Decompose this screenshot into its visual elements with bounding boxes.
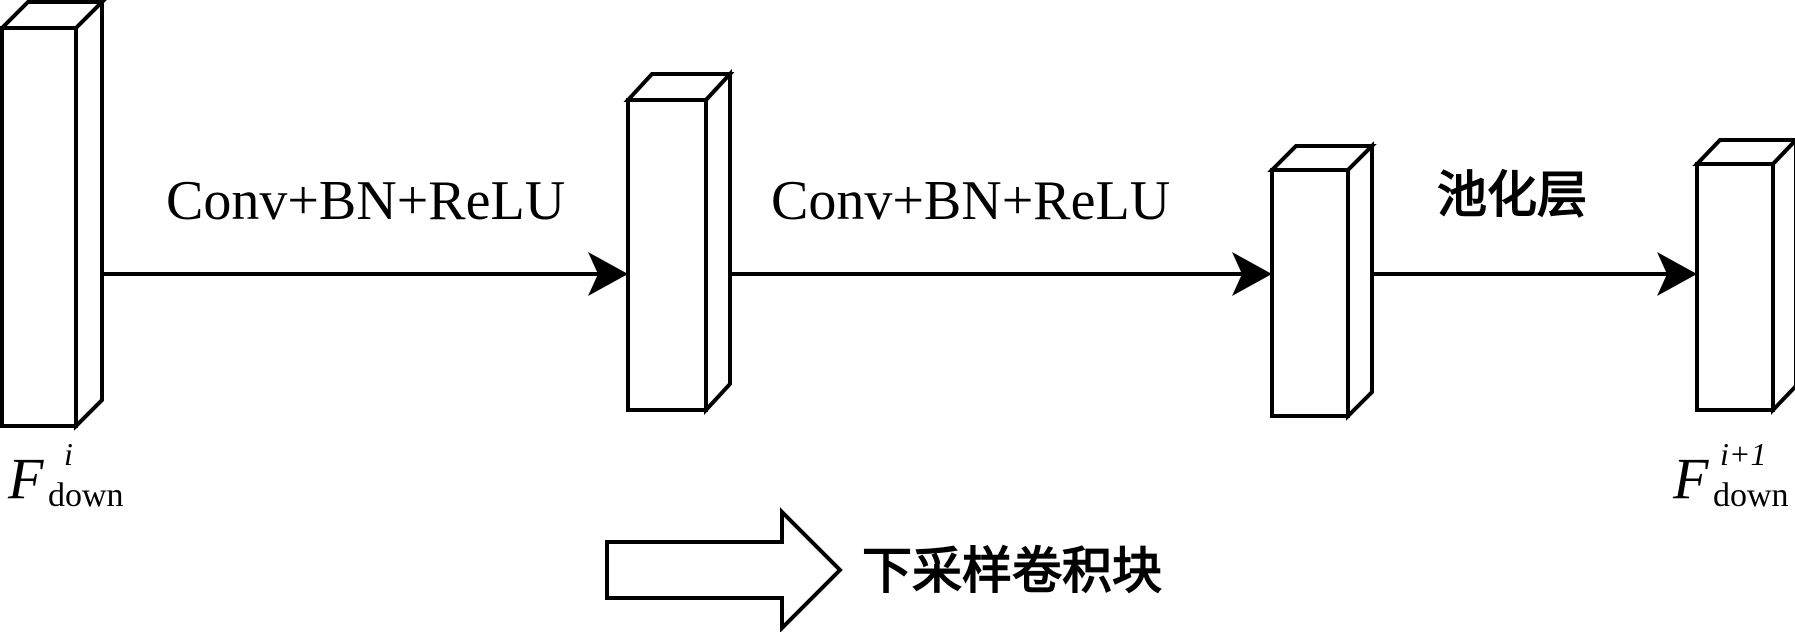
arrowhead-3	[1657, 252, 1697, 296]
output-symbol-subscript: down	[1713, 477, 1789, 514]
feature-block-output	[1692, 138, 1795, 415]
connection-conv-bn-relu-1	[102, 252, 628, 296]
label-pooling-layer: 池化层	[1437, 166, 1587, 224]
label-conv-bn-relu-2: Conv+BN+ReLU	[771, 170, 1170, 232]
input-symbol-superscript: i	[64, 436, 73, 472]
legend-label: 下采样卷积块	[862, 542, 1162, 600]
connection-conv-bn-relu-2	[730, 252, 1272, 296]
legend-hollow-arrow-icon	[605, 507, 843, 632]
output-symbol: F i+1 down	[1672, 436, 1789, 514]
output-symbol-main: F	[1672, 446, 1709, 511]
input-symbol: F i down	[7, 436, 124, 514]
feature-block-input	[0, 0, 107, 431]
label-conv-bn-relu-1: Conv+BN+ReLU	[166, 170, 565, 232]
input-symbol-main: F	[7, 446, 44, 511]
arrowhead-1	[588, 252, 628, 296]
arrowhead-2	[1232, 252, 1272, 296]
connection-pooling	[1372, 252, 1697, 296]
input-symbol-subscript: down	[48, 477, 124, 514]
legend: 下采样卷积块	[605, 507, 1162, 632]
output-symbol-superscript: i+1	[1720, 436, 1766, 472]
feature-block-conv1	[623, 68, 735, 416]
feature-block-conv2	[1267, 141, 1377, 421]
